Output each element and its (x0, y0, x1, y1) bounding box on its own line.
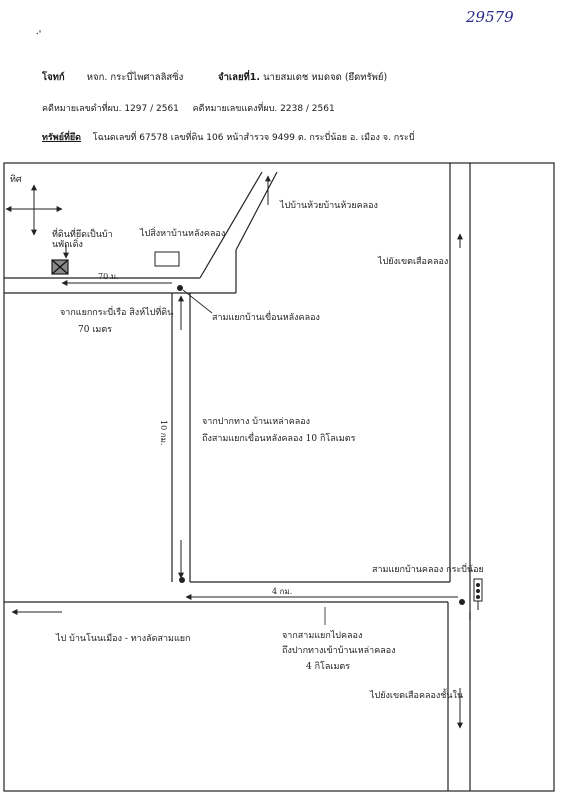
defendant-row: จำเลยที่1. นายสมเดช หมดจด (ยึดทรัพย์) (218, 70, 387, 85)
defendant-label: จำเลยที่1. (218, 72, 261, 83)
canal-house-label: ไปสิ่งหาบ้านหลังคลอง (140, 229, 226, 239)
north-label: ทิศ (10, 175, 22, 185)
from-pakhom-label-2: ถึงสามแยกเขื่อนหลังคลอง 10 กิโลเมตร (202, 434, 356, 444)
to-inner-label: ไปยังเขตเสือคลอง (378, 257, 449, 267)
seized-asset-row: ทรัพย์ที่ยึด โฉนดเลขที่ 67578 เลขที่ดิน … (42, 130, 415, 144)
junction-dot-top (177, 285, 183, 291)
to-lower-label: ไปยังเขตเสือคลองชั้นใน (370, 691, 464, 701)
corner-mark-icon: ⸱' (36, 29, 42, 40)
road-diag-right-edge (235, 171, 278, 251)
canal-house-box (154, 251, 180, 267)
black-case-number: คดีหมายเลขดำที่ผบ. 1297 / 2561 (42, 104, 179, 114)
from-3way-label-1: จากสามแยกไปคลอง (282, 631, 363, 641)
asset-label: ทรัพย์ที่ยึด (42, 133, 82, 143)
from-junction-distance: 70 เมตร (78, 325, 113, 335)
from-3way-label-2: ถึงปากทางเข้าบ้านเหล่าคลอง (282, 646, 396, 656)
junction-label: สามแยกบ้านเขื่อนหลังคลอง (212, 313, 320, 323)
from-junction-label: จากแยกกระบี่เรือ สิงห์ไปที่ดิน (60, 308, 174, 318)
plaintiff-label: โจทก์ (42, 72, 65, 83)
case-numbers: คดีหมายเลขดำที่ผบ. 1297 / 2561 คดีหมายเล… (42, 101, 335, 115)
seized-plot-marker (51, 259, 69, 275)
to-bandon-label: ไป บ้านโนนเมือง - ทางลัดสามแยก (56, 634, 191, 644)
from-3way-label-3: 4 กิโลเมตร (306, 662, 351, 672)
asset-value: โฉนดเลขที่ 67578 เลขที่ดิน 106 หน้าสำรวจ… (92, 133, 415, 143)
distance-4km: 4 กม. (272, 587, 293, 596)
distance-70m: 70 ม. (98, 272, 119, 281)
plaintiff-row: โจทก์ หจก. กระบี่ไพศาลลิสซิ่ง (42, 70, 183, 85)
traffic-light-icon (473, 578, 483, 610)
document-number: 29579 (466, 8, 514, 26)
to-huai-label: ไปบ้านห้วยบ้านห้วยคลอง (280, 201, 378, 211)
from-pakhom-label-1: จากปากทาง บ้านเหล่าคลอง (202, 417, 311, 427)
defendant-value: นายสมเดช หมดจด (ยึดทรัพย์) (263, 72, 388, 83)
distance-10km: 10 กม. (159, 420, 168, 446)
junction-dot-bottom (459, 599, 465, 605)
seized-plot-label: ที่ดินที่ยึดเป็นบ้านพักเดิ่ง (52, 230, 113, 250)
road-diag-left-edge (199, 171, 263, 279)
plaintiff-value: หจก. กระบี่ไพศาลลิสซิ่ง (86, 72, 184, 83)
map-frame (3, 162, 555, 792)
red-case-number: คดีหมายเลขแดงที่ผบ. 2238 / 2561 (192, 104, 335, 114)
junction2-label: สามแยกบ้านคลอง กระบี่น้อย (372, 565, 484, 575)
